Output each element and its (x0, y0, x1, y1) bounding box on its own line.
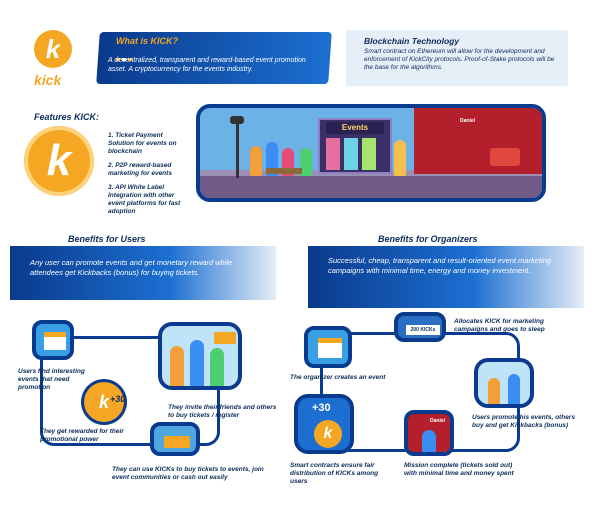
what-is-body: A decentralized, transparent and reward-… (108, 57, 306, 73)
logo-wordmark: kick (34, 72, 62, 88)
contract-illustration: +30 k (294, 394, 354, 454)
friends-illustration (158, 322, 242, 390)
org-caption-3: Users promote his events, others buy and… (472, 414, 575, 429)
reward-coin-icon: k (84, 382, 124, 422)
person-icon (266, 142, 278, 176)
blockchain-panel (346, 30, 568, 86)
users-caption-4: They can use KICKs to buy tickets to eve… (112, 466, 264, 481)
org-caption-5: Mission complete (tickets sold out) with… (404, 462, 514, 477)
features-list: 1. Ticket Payment Solution for events on… (108, 132, 188, 216)
users-caption-2: They invite their friends and others to … (168, 404, 277, 419)
org-caption-2: The organizer creates an event (290, 374, 386, 381)
kicks-label: 200 KICKs (406, 325, 440, 335)
organizers-panel (308, 246, 584, 308)
person-icon (394, 140, 406, 176)
users-reward-value: +30 (110, 394, 126, 404)
blockchain-body: Smart contract on Ethereum will allow fo… (364, 48, 555, 71)
dots-decoration (116, 48, 136, 61)
users-caption-1: Users find interesting events that need … (18, 368, 85, 391)
features-title: Features KICK: (34, 112, 100, 122)
what-is-title: What is KICK? (116, 36, 178, 46)
users-flow-path (40, 336, 220, 446)
users-title: Benefits for Users (68, 234, 146, 244)
bench-icon (266, 168, 302, 174)
person-icon (250, 146, 262, 176)
org-caption-1: Allocates KICK for marketing campaigns a… (454, 318, 545, 333)
street-scene-illustration: Events Daniel (196, 104, 546, 202)
calendar-illustration (32, 320, 74, 360)
calendar-icon (318, 338, 342, 358)
lamp-post-icon (236, 120, 239, 178)
person-icon (300, 148, 312, 176)
mission-complete-illustration: Daniel (404, 410, 454, 456)
blockchain-title: Blockchain Technology (364, 36, 460, 46)
org-caption-4: Smart contracts ensure fair distribution… (290, 462, 379, 485)
kicks-illustration: 200 KICKs (394, 312, 446, 342)
name-badge: Daniel (430, 418, 446, 424)
promoters-illustration (474, 358, 534, 408)
wallet-illustration (150, 422, 200, 456)
kick-coin-icon: k (314, 420, 342, 448)
name-door-plate: Daniel (460, 118, 476, 124)
feature-item: 2. P2P reward-based marketing for events (108, 162, 172, 177)
organizers-title: Benefits for Organizers (378, 234, 478, 244)
organizers-body: Successful, cheap, transparent and resul… (328, 256, 552, 275)
kick-coin-icon: k (24, 126, 94, 196)
users-panel (10, 246, 276, 300)
organizer-calendar-illustration (304, 326, 352, 368)
feature-item: 1. Ticket Payment Solution for events on… (108, 132, 177, 155)
events-sign: Events (326, 122, 384, 134)
org-reward-value: +30 (312, 402, 331, 414)
k-letter-icon: k (45, 34, 61, 64)
users-body: Any user can promote events and get mone… (30, 258, 233, 277)
feature-item: 3. API White Label Integration with othe… (108, 184, 181, 215)
users-caption-3: They get rewarded for their promotional … (40, 428, 124, 443)
kick-logo-coin: k (34, 30, 72, 68)
calendar-icon (44, 332, 66, 350)
